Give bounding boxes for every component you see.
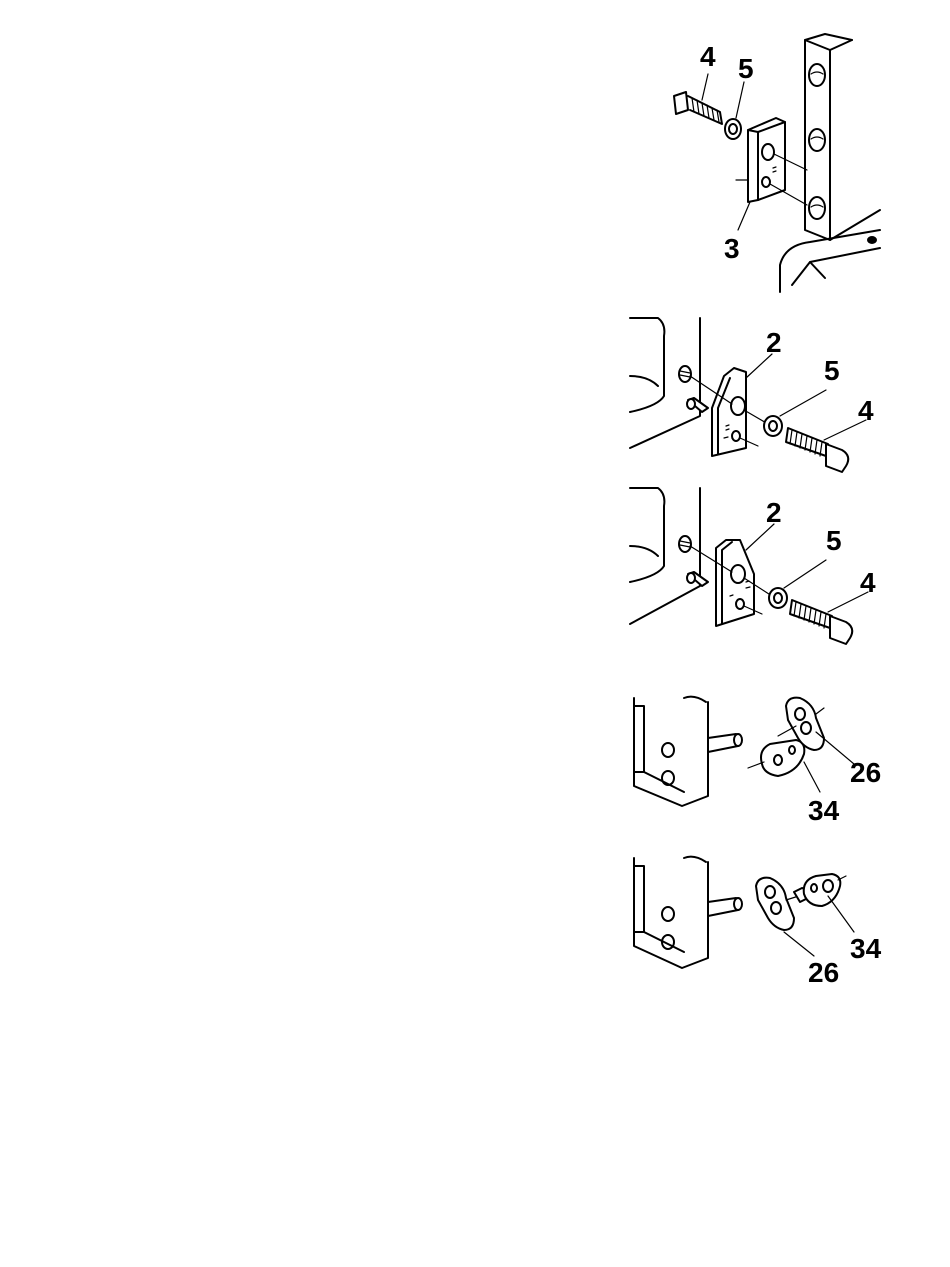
callout-3: 3: [724, 233, 740, 264]
figure-1-plate-assembly: 4 5 3: [660, 30, 900, 300]
callout-4: 4: [858, 395, 874, 426]
callout-26: 26: [850, 757, 881, 788]
callout-34: 34: [808, 795, 840, 826]
callout-4: 4: [700, 41, 716, 72]
callout-5: 5: [824, 355, 840, 386]
callout-5: 5: [826, 525, 842, 556]
callout-2: 2: [766, 327, 782, 358]
figure-3-bracket-assembly: 2 5 4: [628, 486, 888, 656]
callout-4: 4: [860, 567, 876, 598]
callout-26: 26: [808, 957, 839, 988]
figure-4-link-plates: 26 34: [628, 692, 888, 832]
callout-34: 34: [850, 933, 882, 964]
callout-2: 2: [766, 497, 782, 528]
figure-2-bracket-assembly: 2 5 4: [628, 316, 888, 486]
figure-5-link-plates: 34 26: [628, 852, 888, 992]
callout-5: 5: [738, 53, 754, 84]
